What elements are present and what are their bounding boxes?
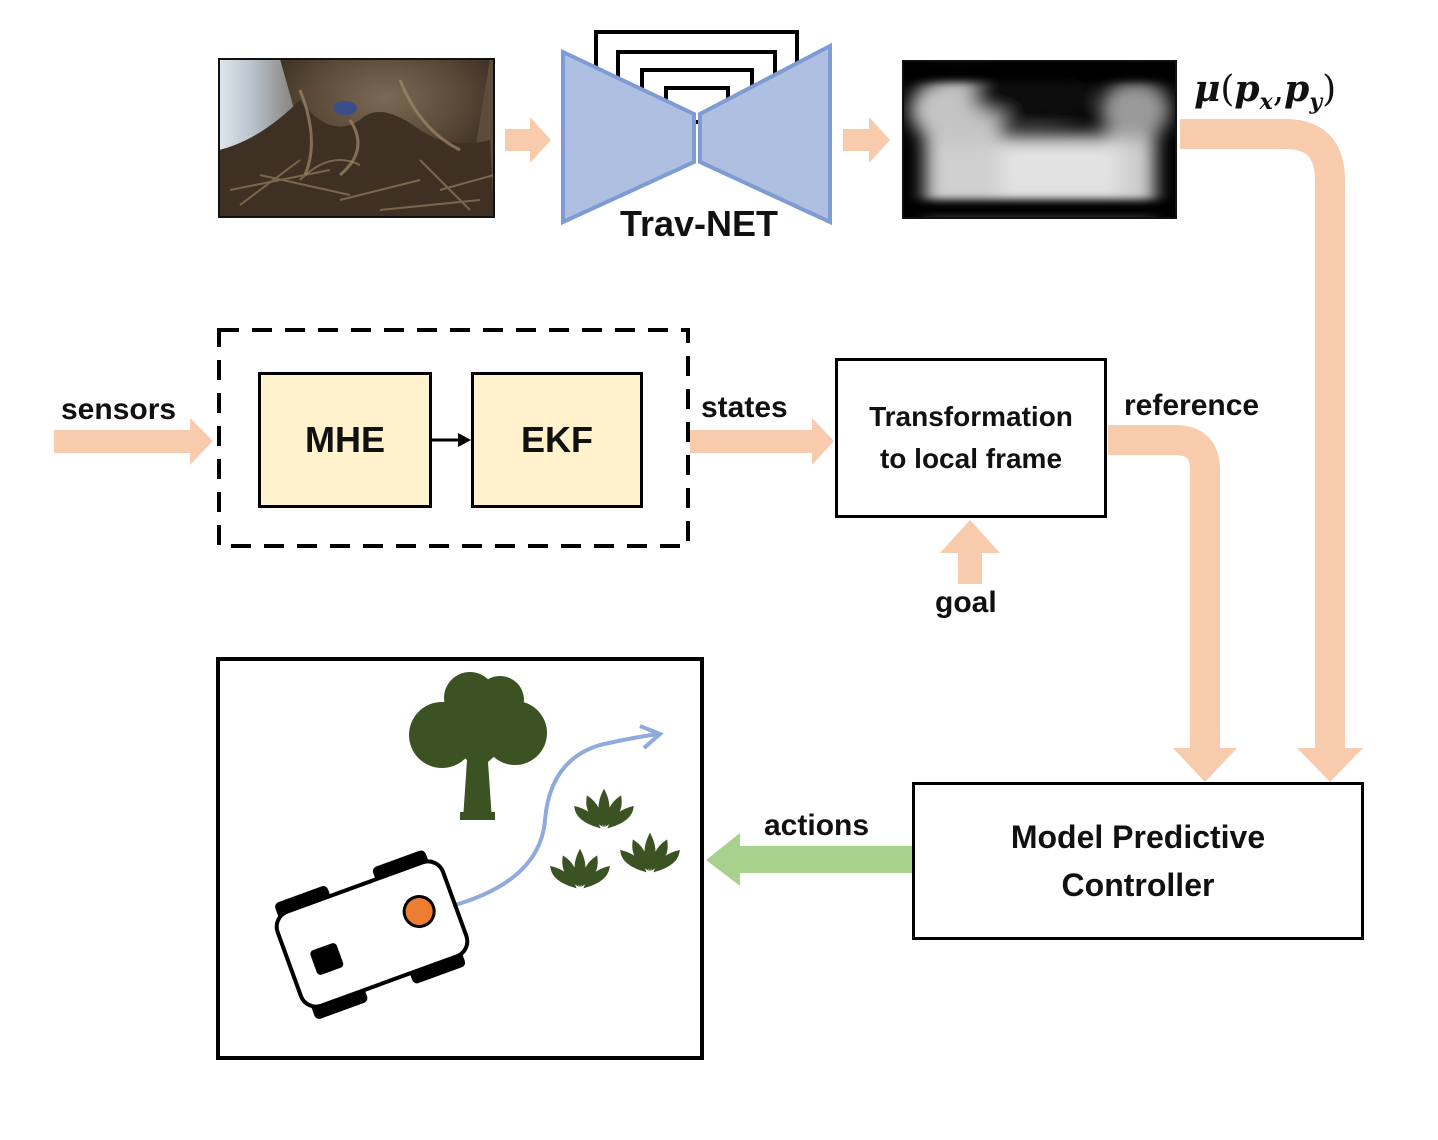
output-py-sub: y — [1309, 89, 1323, 116]
goal-label: goal — [935, 586, 997, 619]
mpc-block: Model Predictive Controller — [912, 782, 1364, 940]
arrow-states — [690, 418, 834, 465]
arrow-image-to-net — [505, 117, 551, 163]
transform-line2: to local frame — [879, 443, 1063, 474]
tree-icon — [409, 672, 547, 820]
arrow-net-to-map — [843, 117, 890, 163]
arrow-mhe-to-ekf — [431, 433, 471, 447]
arrow-actions — [706, 833, 913, 886]
output-open: ( — [1220, 69, 1235, 110]
arrow-sensors — [54, 418, 213, 465]
mhe-block: MHE — [258, 372, 432, 508]
camera-image — [218, 58, 495, 218]
output-mu: μ — [1194, 68, 1221, 110]
states-label: states — [701, 391, 788, 424]
mpc-line2: Controller — [1061, 867, 1215, 903]
mpc-line1: Model Predictive — [1010, 819, 1266, 855]
arrow-reference-to-mpc — [1108, 425, 1220, 752]
path-icon — [454, 724, 664, 907]
estimator-container — [217, 328, 690, 548]
reference-label: reference — [1124, 389, 1260, 422]
sensors-label: sensors — [61, 393, 177, 426]
traversability-map — [902, 60, 1177, 219]
ekf-block: EKF — [471, 372, 643, 508]
output-label: μ(px,py) — [1194, 68, 1336, 115]
output-px: p — [1234, 68, 1260, 110]
mhe-label: MHE — [305, 419, 385, 460]
robot-icon — [274, 850, 470, 1019]
network-label: Trav-NET — [620, 203, 779, 244]
ekf-label: EKF — [521, 419, 593, 460]
output-comma: , — [1272, 69, 1285, 110]
plant-icon — [550, 788, 680, 889]
scene-panel — [216, 657, 704, 1060]
transform-line1: Transformation — [869, 401, 1073, 432]
arrow-output-to-mpc — [1180, 119, 1345, 752]
trav-net-icon — [561, 30, 832, 226]
arrow-goal — [940, 520, 1000, 584]
actions-label: actions — [764, 809, 870, 842]
transform-block: Transformation to local frame — [835, 358, 1107, 518]
output-py: p — [1284, 68, 1310, 110]
output-close: ) — [1322, 69, 1337, 110]
output-px-sub: x — [1259, 89, 1273, 116]
